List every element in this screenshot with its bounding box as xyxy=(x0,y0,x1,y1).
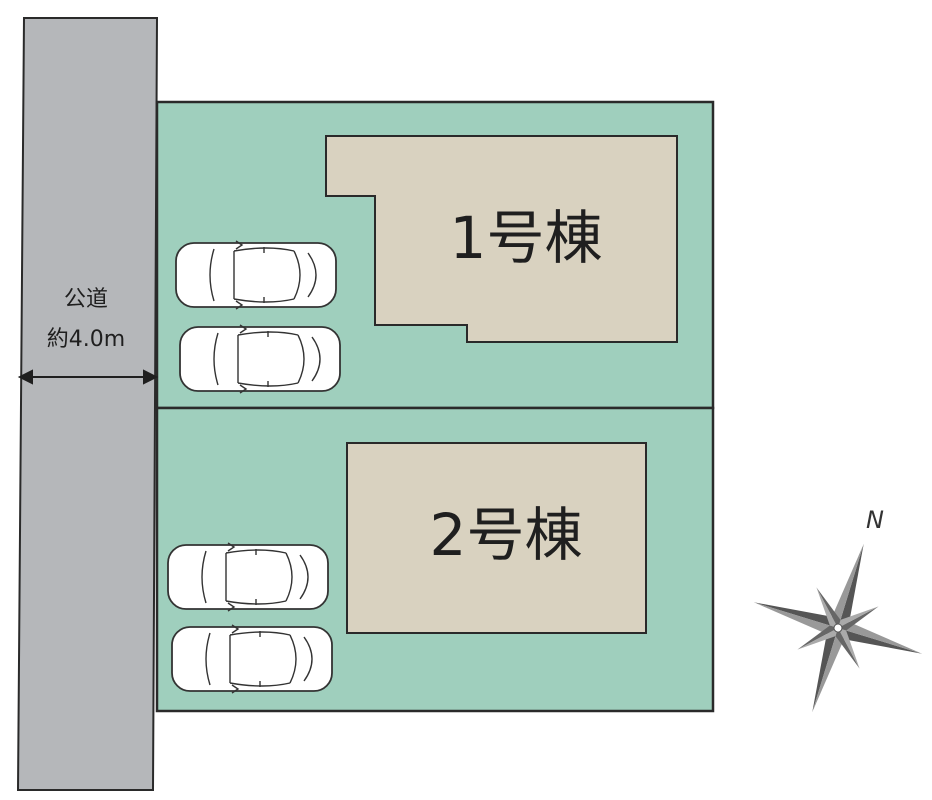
parking-car xyxy=(179,324,341,394)
building-1-label: 1号棟 xyxy=(450,204,603,272)
public-road xyxy=(16,17,159,791)
compass-rose-icon xyxy=(753,543,923,713)
building-2-footprint xyxy=(346,442,647,634)
road-label-name: 公道 xyxy=(64,287,108,312)
compass-north-label: N xyxy=(866,506,884,534)
building-2-label: 2号棟 xyxy=(430,501,583,569)
parking-car xyxy=(167,542,329,612)
building-1-footprint xyxy=(325,135,678,343)
road-label-width: 約4.0m xyxy=(47,327,125,352)
parking-car xyxy=(171,624,333,694)
road-width-dimension-arrow xyxy=(17,369,159,385)
parking-car xyxy=(175,240,337,310)
